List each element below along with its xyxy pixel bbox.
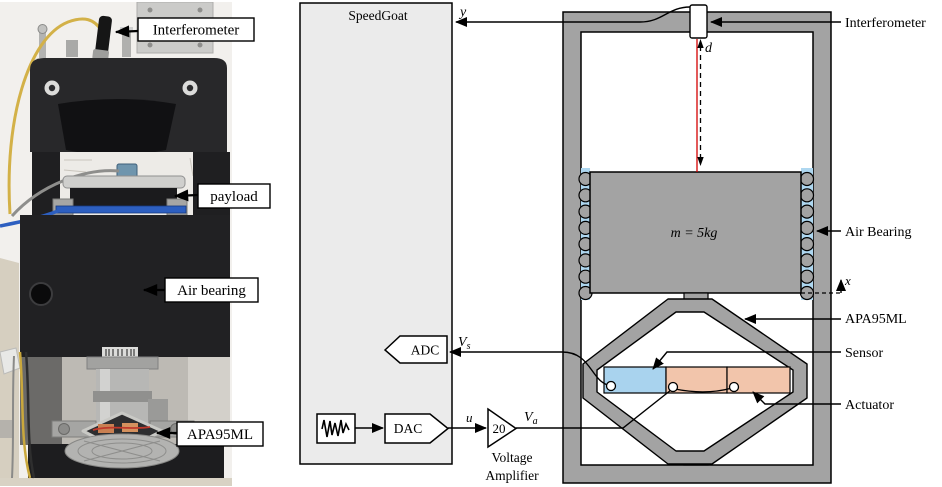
x-axis-label: x — [844, 273, 851, 288]
mass-block — [589, 171, 802, 294]
speedgoat-box — [299, 2, 453, 465]
photo-wall-drawing — [63, 157, 194, 177]
photo-bore-right-hole — [186, 84, 194, 92]
noise-waveform-icon — [321, 419, 350, 438]
u-signal-label: u — [466, 410, 473, 425]
actuator-terminal-1 — [667, 381, 679, 393]
interferometer-head — [689, 4, 708, 39]
actuator-terminal-2 — [728, 381, 740, 393]
amp-name-line1: Voltage — [492, 450, 533, 465]
actuator-link-wire — [674, 387, 733, 393]
amp-gain-label: 20 — [493, 421, 506, 436]
photo-interferometer-label: Interferometer — [153, 23, 240, 39]
y-signal-label: y — [458, 5, 467, 20]
photo-blue-rod — [55, 205, 187, 214]
voltage-amplifier-triangle — [487, 407, 518, 449]
dac-label: DAC — [394, 421, 423, 436]
photo-air-bearing-label-box — [164, 277, 259, 303]
support-frame — [562, 11, 832, 484]
photo-curved-recess — [58, 99, 176, 155]
photo-interferometer-head — [92, 15, 112, 61]
vs-signal-wire — [449, 347, 612, 387]
photo-fiber-cable — [7, 17, 103, 215]
va-signal-label: Va — [524, 410, 538, 427]
photo-payload-arrow — [173, 189, 199, 202]
photo-apa-label: APA95ML — [187, 427, 253, 443]
photo-air-bearing-label: Air bearing — [177, 283, 246, 299]
schematic-diagram: SpeedGoat m = 5kg — [299, 2, 926, 484]
photo-bore-left-hole — [48, 84, 56, 92]
adc-block — [383, 335, 448, 364]
speedgoat-label: SpeedGoat — [348, 8, 407, 23]
schematic-callouts: Interferometer Air Bearing APA95ML Senso… — [652, 16, 926, 413]
amp-name-line2: Amplifier — [485, 468, 539, 483]
photo-floor-strip — [0, 478, 232, 486]
distance-label: d — [705, 41, 713, 56]
photo-callouts: Interferometer payload Air bearing APA95… — [114, 17, 271, 447]
photo-experimental-setup — [0, 2, 232, 486]
va-signal-wire — [516, 389, 672, 429]
photo-interferometer-label-box — [137, 17, 255, 42]
photo-payload-puck — [70, 188, 177, 211]
sensor-callout-line — [652, 351, 841, 370]
sensor-terminal — [605, 380, 617, 392]
y-signal-wire — [455, 6, 691, 27]
photo-left-clutter — [0, 347, 36, 479]
photo-apa-red-wire — [92, 426, 151, 431]
sensor-side-label: Sensor — [845, 346, 883, 361]
actuator-callout-line — [752, 391, 841, 405]
apa-side-label: APA95ML — [845, 312, 907, 327]
air-bearing-rollers — [578, 171, 815, 301]
air-bearing-side-label: Air Bearing — [845, 225, 911, 240]
photo-payload-label: payload — [210, 189, 258, 205]
vs-signal-label: Vs — [458, 335, 471, 352]
adc-label: ADC — [411, 343, 440, 358]
actuator-side-label: Actuator — [845, 398, 894, 413]
photo-apa-label-box — [176, 421, 264, 447]
interferometer-side-label: Interferometer — [845, 16, 926, 31]
photo-bolt-left — [58, 423, 70, 435]
photo-payload-label-box — [197, 183, 271, 209]
photo-base-disc — [64, 433, 180, 469]
distance-arrowhead-down — [697, 157, 704, 166]
photo-block-hole — [29, 282, 53, 306]
photo-interferometer-arrow — [114, 25, 139, 38]
dac-block — [384, 413, 450, 444]
photo-payload-disc — [62, 175, 186, 189]
distance-arrowhead-up — [697, 39, 704, 48]
mass-label: m = 5kg — [671, 226, 718, 241]
